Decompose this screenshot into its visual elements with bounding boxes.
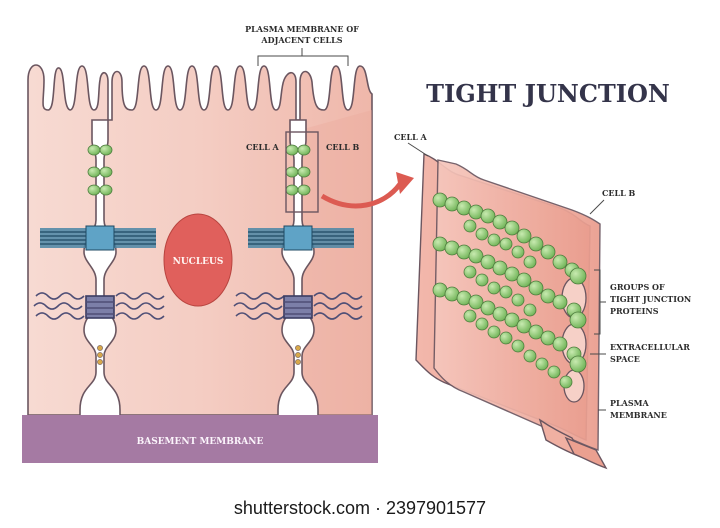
plasma-membrane-label: PLASMA MEMBRANE OF — [245, 24, 359, 34]
groups-label: GROUPS OF TIGHT JUNCTION PROTEINS — [610, 282, 694, 316]
gap-junction-left — [97, 345, 103, 365]
cell-b-label-right: CELL B — [602, 188, 636, 198]
adherens-junction-right — [248, 225, 354, 251]
cell-a-label-right: CELL A — [394, 132, 428, 142]
epithelium-panel: NUCLEUS BASEMENT MEMBRANE CELL A CELL B … — [22, 24, 378, 463]
cell-a-label-left: CELL A — [246, 142, 280, 152]
cell-b-label-left: CELL B — [326, 142, 360, 152]
plasma-membrane-bracket — [257, 48, 349, 66]
extracellular-space-label: EXTRACELLULAR SPACE — [610, 342, 693, 364]
gap-junction-right — [295, 345, 301, 365]
groups-bracket — [594, 269, 606, 335]
tj-protein-strands — [432, 192, 587, 389]
membrane-bottom-fold-2 — [564, 436, 608, 470]
tj-proteins-right — [285, 144, 311, 196]
adherens-junction-left — [40, 225, 156, 251]
zoom-highlight-box — [285, 131, 319, 213]
plasma-membrane-label-right: PLASMA MEMBRANE — [610, 398, 667, 420]
zoom-arrow — [320, 172, 414, 209]
plasma-membrane-label-2: ADJACENT CELLS — [260, 35, 342, 45]
desmosome-left — [33, 292, 165, 320]
nucleus-label: NUCLEUS — [173, 257, 224, 267]
nucleus — [163, 213, 233, 307]
basement-membrane-label: BASEMENT MEMBRANE — [137, 437, 264, 447]
desmosome-right — [233, 292, 363, 320]
diagram-title: TIGHT JUNCTION — [426, 79, 670, 108]
tight-junction-3d: CELL A CELL B GROUPS OF TIGHT JUNCTION P… — [394, 132, 694, 470]
tj-proteins-left — [87, 144, 113, 196]
stock-watermark: shutterstock.com · 2397901577 — [234, 498, 486, 518]
basement-membrane — [22, 415, 378, 463]
